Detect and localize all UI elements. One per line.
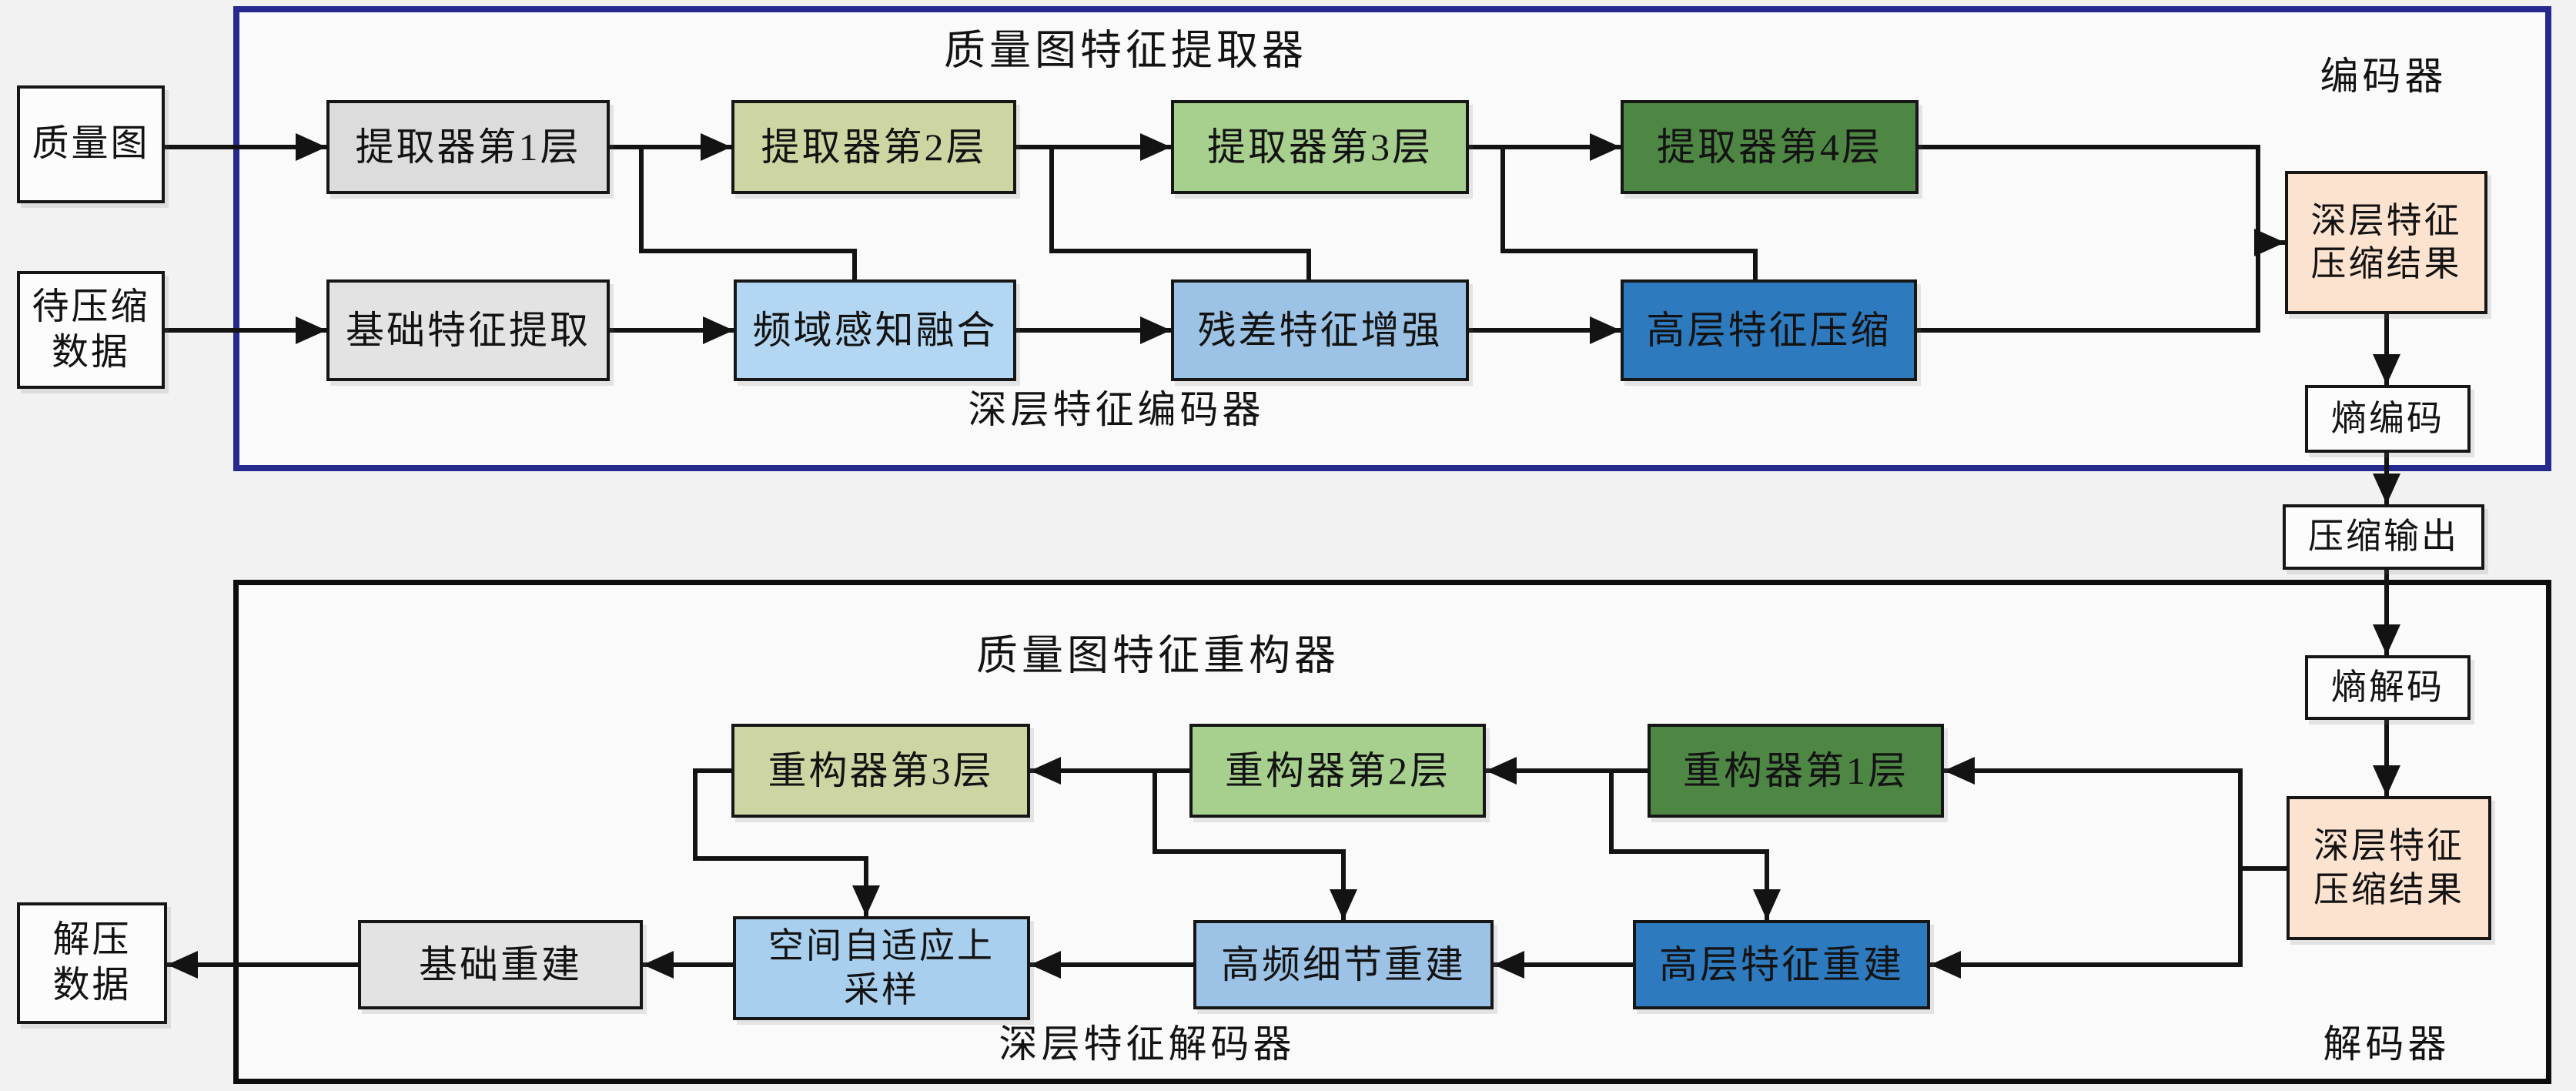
decoder-label: 解码器 [2323,1022,2451,1066]
edge-rec1-to-rec2-arrowhead [1486,757,1517,785]
extractor-layer-4-box: 提取器第4层 [1621,100,1919,194]
edge-highfreq-to-upsample-arrowhead [1030,951,1061,979]
edge-ext3-to-ext4-segment [1467,145,1623,149]
edge-fusion-to-residual-arrowhead [1140,316,1171,344]
edge-ext1-branch-to-fusion-segment [639,249,857,253]
edge-ext3-branch-to-compress-segment [1500,145,1505,253]
extractor-layer-1-box: 提取器第1层 [326,100,610,194]
entropy-decoding-box: 熵解码 [2305,655,2471,720]
edge-base-to-fusion-arrowhead [703,316,734,344]
edge-rec3-to-upsample-segment [693,768,698,861]
deep-decoder-label: 深层特征解码器 [999,1022,1296,1066]
edge-ext2-branch-to-residual-segment [1049,249,1311,253]
edge-rec2-to-rec3-segment [1028,768,1192,773]
edge-compress-to-merge-segment [1915,328,2260,333]
edge-base-to-decompressed-arrowhead [167,951,198,979]
edge-rec1-branch-to-rebuild-segment [1609,768,1614,854]
raw-data-input-box: 待压缩 数据 [17,271,165,389]
edge-rec2-branch-to-highfreq-segment [1153,849,1346,854]
edge-rawdata-to-base-segment [162,328,329,333]
edge-ext3-to-ext4-arrowhead [1590,133,1621,161]
freq-aware-fusion-box: 频域感知融合 [734,279,1016,381]
edge-compress-to-merge-segment [2256,240,2260,333]
edge-ext3-branch-to-compress-segment [1500,249,1758,253]
edge-ext2-to-ext3-segment [1014,145,1173,149]
edge-entropydec-to-result-segment [2384,718,2389,798]
edge-result-to-entropyenc-segment [2384,312,2389,387]
edge-rec2-branch-to-highfreq-segment [1153,768,1157,854]
edge-rawdata-to-base-arrowhead [296,316,326,344]
edge-result-to-rebuild-segment [2238,866,2243,967]
edge-entropydec-to-result-arrowhead [2373,765,2400,796]
edge-output-to-entropydec-arrowhead [2373,624,2400,655]
deep-feature-result-encoder-box: 深层特征 压缩结果 [2285,171,2487,314]
quality-map-input-box: 质量图 [17,85,165,203]
edge-rebuild-to-highfreq-arrowhead [1494,951,1524,979]
edge-base-to-fusion-segment [607,328,736,333]
edge-qualitymap-to-ext1-arrowhead [296,133,326,161]
edge-rec2-to-rec3-arrowhead [1030,757,1061,785]
edge-highfreq-to-upsample-segment [1028,962,1196,967]
edge-rec2-branch-to-highfreq-segment [1341,849,1346,922]
encoder-region [233,6,2551,471]
edge-result-to-rec1-segment [1942,768,2243,773]
edge-ext4-to-merge-segment [2256,145,2260,245]
entropy-encoding-box: 熵编码 [2305,385,2471,453]
extractor-title: 质量图特征提取器 [944,27,1307,74]
decompressed-output-box: 解压 数据 [17,902,167,1024]
reconstructor-layer-3-box: 重构器第3层 [731,724,1030,818]
residual-feature-enhance-box: 残差特征增强 [1171,279,1469,381]
highfreq-detail-rebuild-box: 高频细节重建 [1193,920,1494,1009]
edge-ext2-branch-to-residual-segment [1306,249,1311,282]
edge-result-to-rebuild-segment [1928,962,2243,967]
edge-result-to-rec1-arrowhead [1944,757,1975,785]
edge-result-to-rebuild-arrowhead [1930,951,1961,979]
edge-rec3-to-upsample-arrowhead [852,885,880,916]
base-reconstruction-box: 基础重建 [358,920,643,1009]
edge-ext2-branch-to-residual-segment [1049,145,1054,253]
edge-ext2-to-ext3-arrowhead [1140,133,1171,161]
edge-rec2-branch-to-highfreq-arrowhead [1330,889,1357,920]
edge-result-to-entropyenc-arrowhead [2373,354,2400,385]
edge-upsample-to-base-segment [641,962,735,967]
edge-entropyenc-to-output-arrowhead [2373,474,2400,504]
edge-rec1-branch-to-rebuild-arrowhead [1753,889,1781,920]
edge-result-to-rec1-segment [2238,866,2289,871]
edge-output-to-entropydec-segment [2384,567,2389,658]
edge-ext1-to-ext2-segment [607,145,734,149]
edge-rec3-to-upsample-segment [693,768,734,773]
edge-ext1-branch-to-fusion-segment [852,249,857,282]
deep-feature-result-decoder-box: 深层特征 压缩结果 [2287,796,2491,940]
highlevel-feature-compress-box: 高层特征压缩 [1621,279,1917,381]
encoder-label: 编码器 [2320,55,2447,98]
spatial-adaptive-upsample-box: 空间自适应上 采样 [733,916,1030,1020]
edge-rec1-to-rec2-segment [1484,768,1650,773]
edge-base-to-decompressed-segment [165,962,360,967]
edge-ext1-branch-to-fusion-segment [639,145,644,253]
edge-result-to-rec1-segment [2238,768,2243,871]
deep-encoder-label: 深层特征编码器 [968,388,1265,431]
compressed-output-box: 压缩输出 [2283,504,2484,570]
edge-rebuild-to-highfreq-segment [1491,962,1635,967]
edge-rec1-branch-to-rebuild-segment [1765,849,1769,922]
reconstructor-layer-2-box: 重构器第2层 [1189,724,1486,818]
extractor-layer-3-box: 提取器第3层 [1171,100,1469,194]
edge-rec3-to-upsample-segment [693,856,868,861]
base-feature-extract-box: 基础特征提取 [326,279,610,381]
edge-merge-to-result-arrowhead [2254,229,2285,256]
reconstructor-layer-1-box: 重构器第1层 [1648,724,1944,818]
edge-residual-to-compress-segment [1467,328,1623,333]
edge-upsample-to-base-arrowhead [643,951,674,979]
edge-rec1-branch-to-rebuild-segment [1609,849,1769,854]
edge-ext1-to-ext2-arrowhead [701,133,731,161]
edge-residual-to-compress-arrowhead [1590,316,1621,344]
edge-ext4-to-merge-segment [1916,145,2260,149]
edge-fusion-to-residual-segment [1014,328,1173,333]
edge-qualitymap-to-ext1-segment [162,145,329,149]
edge-ext3-branch-to-compress-segment [1753,249,1758,282]
extractor-layer-2-box: 提取器第2层 [731,100,1016,194]
reconstructor-title: 质量图特征重构器 [976,632,1340,679]
highlevel-feature-rebuild-box: 高层特征重建 [1633,920,1930,1009]
